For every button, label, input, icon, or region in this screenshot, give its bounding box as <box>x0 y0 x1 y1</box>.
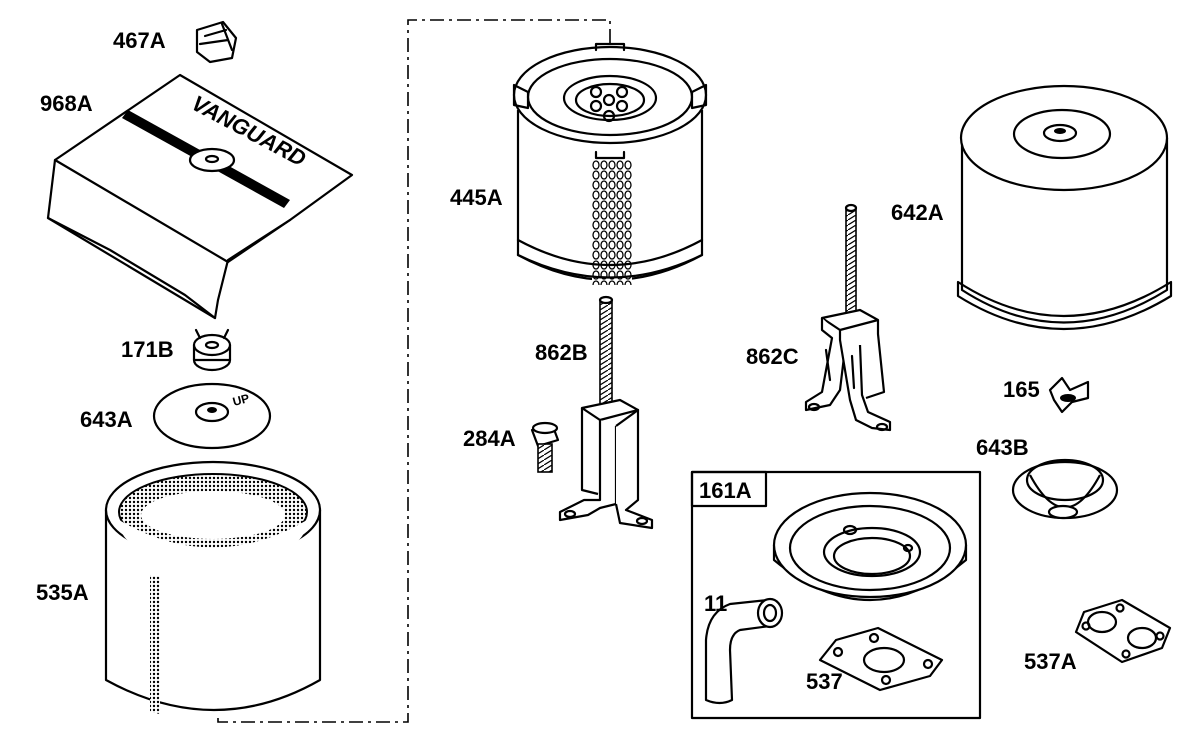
part-467A-knob <box>195 20 238 64</box>
label-537A: 537A <box>1024 649 1077 674</box>
part-165-wingnut <box>1048 376 1090 414</box>
part-643A-washer: UP <box>152 382 272 450</box>
label-171B: 171B <box>121 337 174 362</box>
part-643B-washer <box>1011 458 1119 520</box>
label-862B: 862B <box>535 340 588 365</box>
label-11: 11 <box>704 591 727 616</box>
part-862C-bracket <box>804 203 892 432</box>
label-161A: 161A <box>699 478 752 503</box>
label-862C: 862C <box>746 344 799 369</box>
label-535A: 535A <box>36 580 89 605</box>
label-445A: 445A <box>450 185 503 210</box>
part-11-tube <box>704 597 784 705</box>
label-284A: 284A <box>463 426 516 451</box>
part-284A-screw <box>530 421 560 473</box>
part-537A-gasket <box>1074 598 1172 664</box>
part-642A-canister <box>956 84 1173 331</box>
part-862B-bracket <box>558 295 654 530</box>
label-968A: 968A <box>40 91 93 116</box>
group-161A-box <box>690 470 982 720</box>
label-165: 165 <box>1003 377 1040 402</box>
label-467A: 467A <box>113 28 166 53</box>
label-643A: 643A <box>80 407 133 432</box>
group-161A-label-box <box>690 470 768 508</box>
label-537: 537 <box>806 669 843 694</box>
part-535A-precleaner <box>104 460 322 714</box>
part-537-gasket <box>818 626 944 692</box>
part-171B-grommet <box>192 328 232 372</box>
connector-line <box>217 19 611 723</box>
part-161A-base <box>772 491 968 602</box>
part-968A-cover: VANGUARD <box>46 73 354 320</box>
label-643B: 643B <box>976 435 1029 460</box>
label-642A: 642A <box>891 200 944 225</box>
part-445A-filter <box>512 42 708 285</box>
up-marking: UP <box>231 391 251 409</box>
